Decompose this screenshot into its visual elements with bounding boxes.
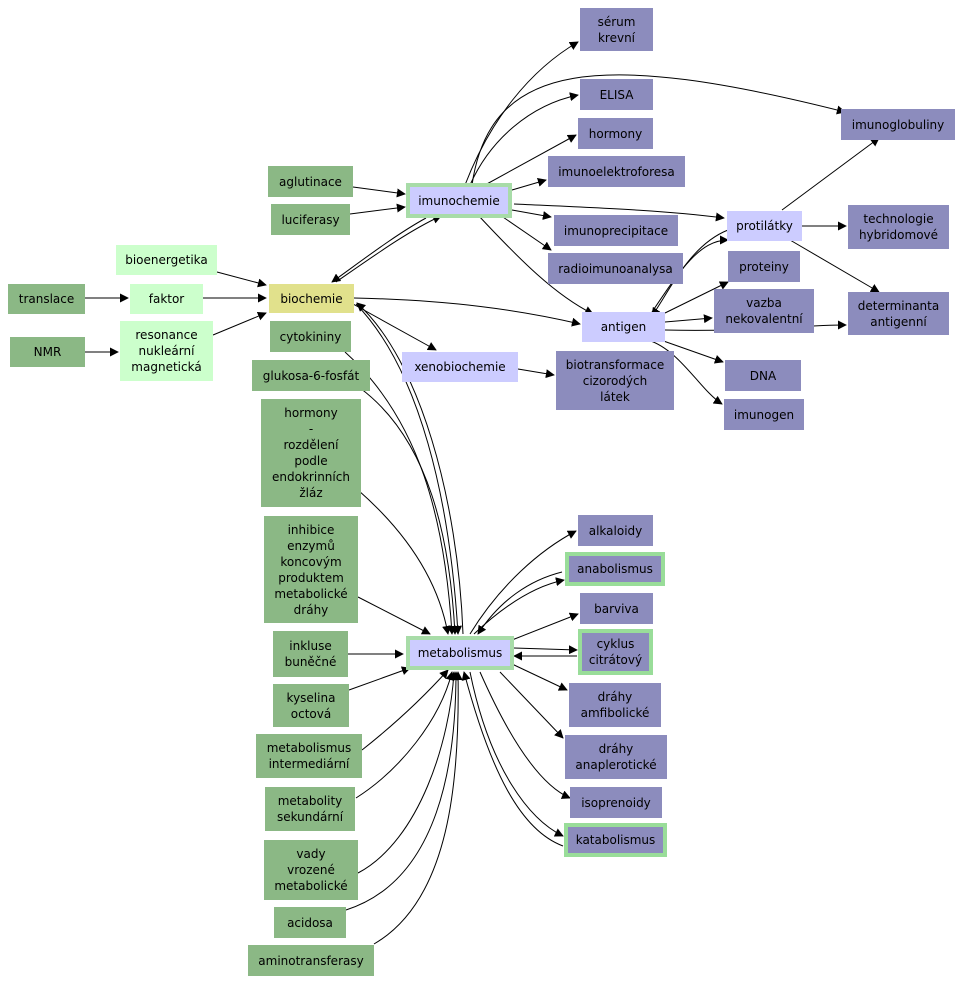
node-antigen[interactable]: antigen — [582, 312, 665, 342]
node-biotransformace-cizorodych-latek[interactable]: biotransformace cizorodých látek — [556, 351, 674, 410]
node-acidosa[interactable]: acidosa — [274, 907, 346, 938]
edge — [373, 671, 463, 945]
node-aglutinace[interactable]: aglutinace — [268, 166, 353, 197]
node-katabolismus[interactable]: katabolismus — [568, 827, 663, 853]
edge — [212, 311, 267, 336]
edge — [511, 177, 547, 191]
edge — [513, 203, 725, 222]
edge — [789, 239, 880, 293]
edge — [499, 671, 564, 739]
edge — [511, 612, 579, 641]
node-imunogen[interactable]: imunogen — [724, 399, 804, 430]
edge — [651, 235, 729, 313]
edge — [477, 571, 563, 635]
node-biochemie[interactable]: biochemie — [269, 284, 354, 313]
edge — [352, 303, 437, 351]
node-vady-vrozene-metabolicke[interactable]: vady vrozené metabolické — [264, 840, 358, 900]
edge — [664, 281, 729, 314]
node-vazba-nekovalentni[interactable]: vazba nekovalentní — [714, 289, 814, 333]
node-serum-krevni[interactable]: sérum krevní — [580, 8, 653, 51]
edge — [331, 217, 427, 283]
edge — [355, 671, 455, 799]
node-elisa[interactable]: ELISA — [580, 79, 653, 110]
node-cytokininy[interactable]: cytokininy — [270, 321, 351, 352]
edge — [353, 297, 581, 327]
node-kyselina-octova[interactable]: kyselina octová — [273, 684, 349, 727]
node-translace[interactable]: translace — [8, 284, 85, 314]
edge — [781, 137, 880, 211]
node-xenobiochemie[interactable]: xenobiochemie — [402, 352, 518, 382]
node-metabolismus[interactable]: metabolismus — [410, 640, 510, 666]
node-bioenergetika[interactable]: bioenergetika — [116, 245, 217, 275]
edge — [511, 663, 568, 691]
node-barviva[interactable]: barviva — [580, 593, 653, 624]
node-proteiny[interactable]: proteiny — [728, 251, 800, 282]
edge — [216, 271, 267, 288]
edge — [345, 671, 461, 911]
node-imunoprecipitace[interactable]: imunoprecipitace — [554, 215, 678, 246]
node-hormony-rozdeleni[interactable]: hormony - rozdělení podle endokrinních ž… — [261, 399, 361, 507]
edge — [461, 671, 564, 847]
edge — [469, 92, 579, 186]
node-aminotransferasy[interactable]: aminotransferasy — [248, 945, 374, 976]
edge — [344, 351, 456, 635]
node-isoprenoidy[interactable]: isoprenoidy — [570, 787, 662, 818]
edge — [335, 215, 442, 283]
edge — [471, 74, 846, 186]
edge — [473, 577, 565, 635]
node-imunochemie[interactable]: imunochemie — [410, 187, 508, 214]
edge — [517, 368, 555, 379]
edge — [361, 669, 449, 751]
edge — [479, 671, 571, 799]
node-alkaloidy[interactable]: alkaloidy — [578, 515, 653, 546]
edge — [359, 387, 460, 635]
node-luciferasy[interactable]: luciferasy — [271, 204, 350, 235]
node-drahy-anaplerotické[interactable]: dráhy anaplerotické — [565, 735, 667, 779]
edge — [664, 314, 713, 324]
node-protilatky[interactable]: protilátky — [727, 211, 802, 241]
edge — [647, 339, 723, 405]
node-metabolity-sekundarni[interactable]: metabolity sekundární — [265, 787, 355, 831]
node-glukosa-6-fosfat[interactable]: glukosa-6-fosfát — [252, 360, 370, 391]
node-technologie-hybridomove[interactable]: technologie hybridomové — [848, 205, 949, 249]
edge — [499, 214, 552, 251]
edge — [349, 203, 406, 215]
edge — [352, 186, 406, 198]
node-radioimunoanalysa[interactable]: radioimunoanalysa — [548, 253, 683, 284]
node-imunoglobuliny[interactable]: imunoglobuliny — [841, 109, 955, 140]
node-inkluse-bunecne[interactable]: inkluse buněčné — [273, 631, 348, 677]
node-resonance-nuklearni-magneticka[interactable]: resonance nukleární magnetická — [120, 321, 213, 381]
edge — [348, 666, 411, 691]
edge — [654, 337, 724, 364]
node-imunoelektroforesa[interactable]: imunoelektroforesa — [548, 156, 685, 187]
edge — [513, 645, 578, 655]
edge — [356, 302, 464, 635]
node-faktor[interactable]: faktor — [130, 284, 203, 314]
node-inhibice-enzymu[interactable]: inhibice enzymů koncovým produktem metab… — [264, 516, 358, 623]
edge — [464, 41, 579, 186]
edge — [355, 303, 463, 635]
node-nmr[interactable]: NMR — [10, 337, 85, 367]
edge — [477, 214, 594, 315]
node-determinanta-antigenni[interactable]: determinanta antigenní — [848, 292, 949, 335]
edge — [357, 671, 459, 874]
node-cyklus-citratovy[interactable]: cyklus citrátový — [582, 633, 649, 671]
node-anabolismus[interactable]: anabolismus — [569, 556, 661, 582]
edge — [511, 209, 552, 220]
node-dna[interactable]: DNA — [725, 360, 801, 391]
node-hormony[interactable]: hormony — [578, 118, 653, 149]
edge — [357, 596, 431, 635]
edge — [357, 489, 451, 635]
node-metabolismus-intermediarni[interactable]: metabolismus intermediární — [256, 734, 362, 778]
node-drahy-amfibolicke[interactable]: dráhy amfibolické — [569, 683, 661, 727]
edge — [469, 671, 564, 837]
edge — [469, 530, 577, 635]
edge — [484, 134, 577, 186]
